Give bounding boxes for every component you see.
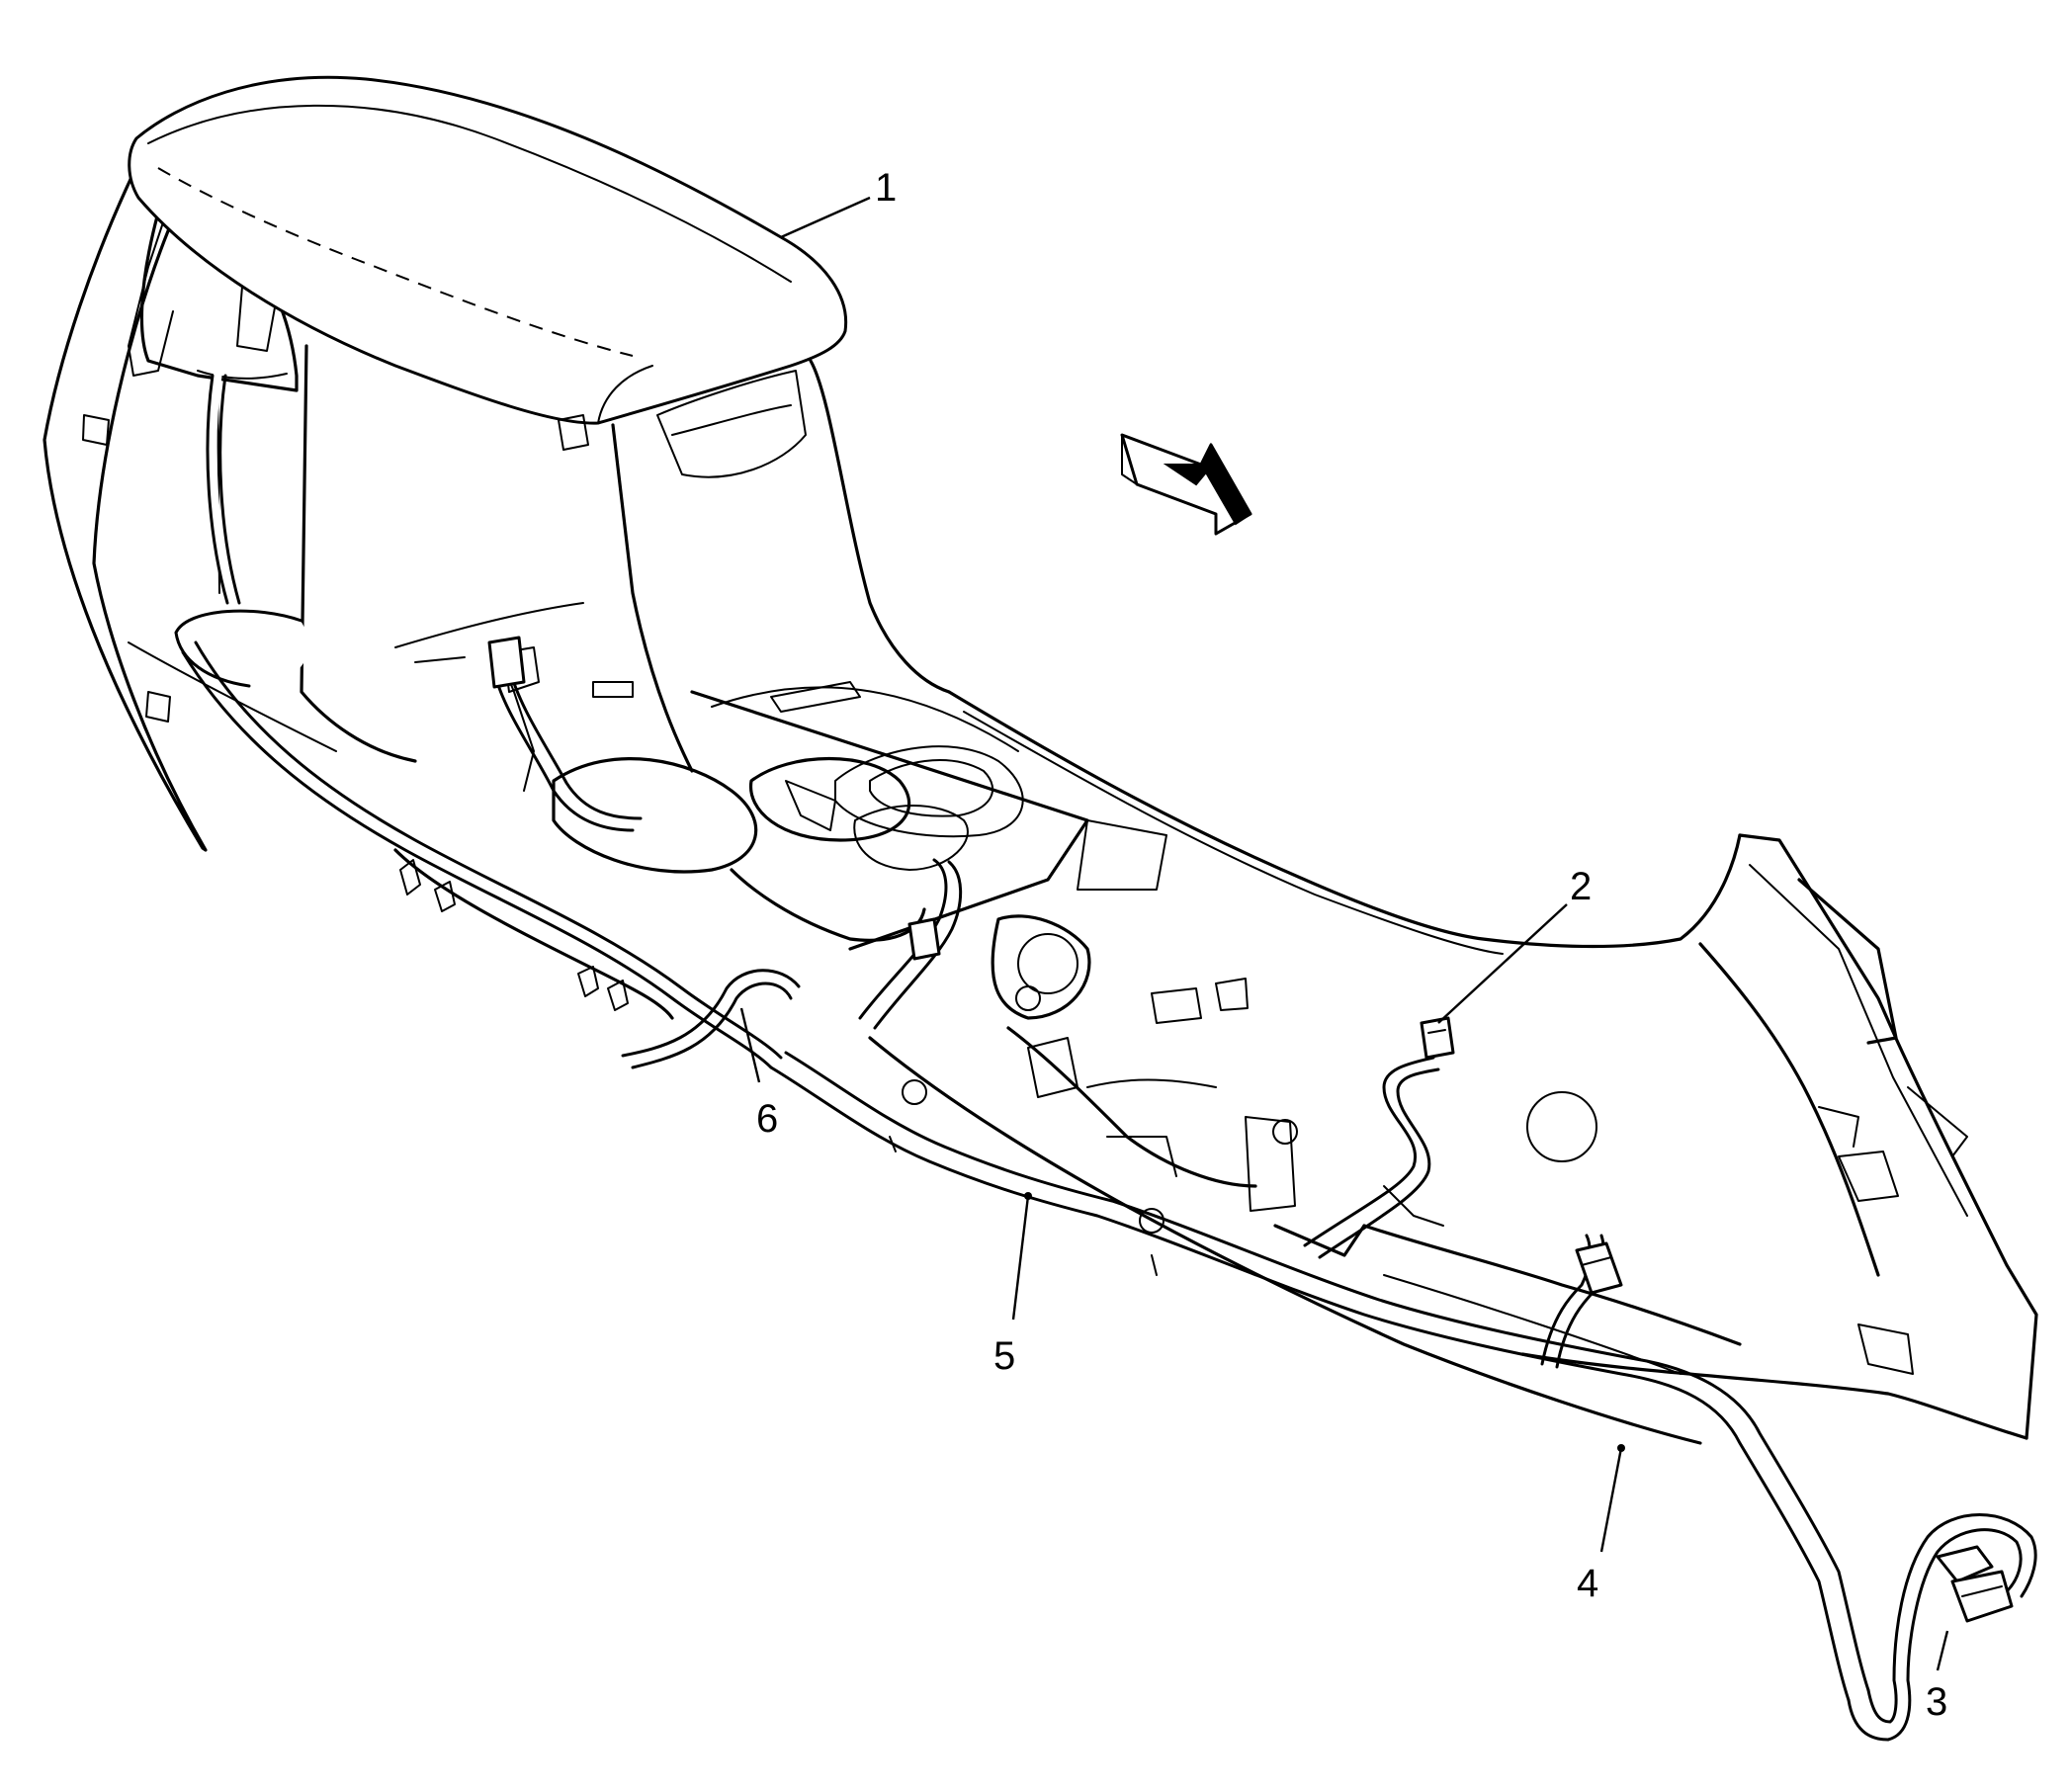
callout-leaders bbox=[739, 196, 1949, 1671]
callout-label-4: 4 bbox=[1577, 1562, 1598, 1605]
cupholder-area bbox=[552, 681, 1089, 951]
console-lower-edge bbox=[393, 848, 1702, 1445]
callout-label-3: 3 bbox=[1926, 1680, 1947, 1724]
leader-3 bbox=[1936, 1630, 1949, 1671]
callout-label-2: 2 bbox=[1570, 865, 1592, 908]
leader-6 bbox=[739, 1007, 761, 1083]
connector-mid bbox=[1575, 1241, 1623, 1295]
callout-label-6: 6 bbox=[756, 1097, 778, 1141]
leader-5 bbox=[1011, 1195, 1030, 1321]
center-mounting-region bbox=[902, 819, 1742, 1375]
wiring-harness bbox=[173, 371, 2037, 1742]
connector-2 bbox=[1420, 1016, 1455, 1060]
console-tub bbox=[947, 690, 2038, 1440]
callout-label-5: 5 bbox=[993, 1334, 1015, 1378]
leader-1 bbox=[780, 196, 871, 239]
storage-compartment bbox=[300, 344, 951, 792]
connector-3 bbox=[1936, 1545, 2014, 1623]
leader-4 bbox=[1599, 1447, 1623, 1553]
leader-2 bbox=[1437, 903, 1568, 1024]
armrest-lid bbox=[128, 75, 848, 425]
vehicle-front-arrow-icon bbox=[1120, 433, 1252, 536]
connector-armrest bbox=[487, 636, 941, 961]
callout-label-1: 1 bbox=[875, 166, 897, 210]
